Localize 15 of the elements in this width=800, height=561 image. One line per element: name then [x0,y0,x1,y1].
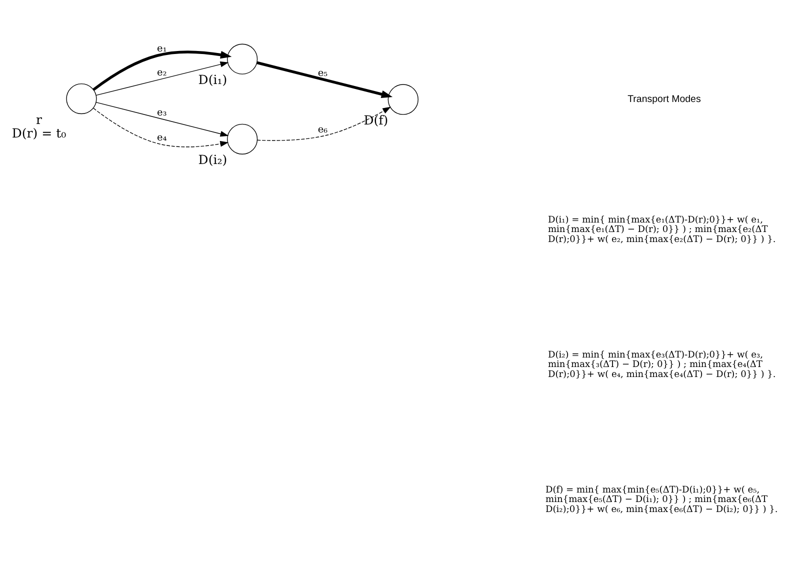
edge-label: e₆ [318,124,328,136]
label: D(i₂) = min{ min{max{e₃(ΔT)-D(r);0}}+ w( e₃, min{max{₃(ΔT) − D(r); 0}} ) ; min{max{e₄(ΔT D(r);0}}+ w( e₄, min{max{e₄(ΔT) − D(r); 0}} ) }. [548,350,776,380]
node-label: D(r) = t₀ [12,126,66,141]
edge-label: e₁ [157,44,167,55]
node-label: D(f) [364,112,388,128]
node-label: D(i₁) [198,72,228,88]
edge-label: e₃ [157,108,167,119]
node-label: D(i₂) [198,152,228,168]
edge-label: e₂ [157,67,167,78]
label: D(i₁) = min{ min{max{e₁(ΔT)-D(r);0}}+ w( e₁, min{max{e₁(ΔT) − D(r); 0}} ) ; min{max{e₂(ΔT D(r);0}}+ w( e₂, min{max{e₂(ΔT) − D(r); 0}} ) }. [548,215,776,245]
label: Transport Modes [628,94,701,106]
label: D(f) = min{ max{min{e₅(ΔT)-D(i₁);0}}+ w( e₅, min{max{e₅(ΔT) − D(i₁); 0}} ) ; min{max{e₆(ΔT D(i₂);0}}+ w( e₆, min{max{e₆(ΔT) − D(i₂); 0}} ) }. [546,485,778,515]
edge-label: e₅ [318,68,328,79]
edge-label: e₄ [157,132,167,144]
node-label: r [36,112,42,127]
